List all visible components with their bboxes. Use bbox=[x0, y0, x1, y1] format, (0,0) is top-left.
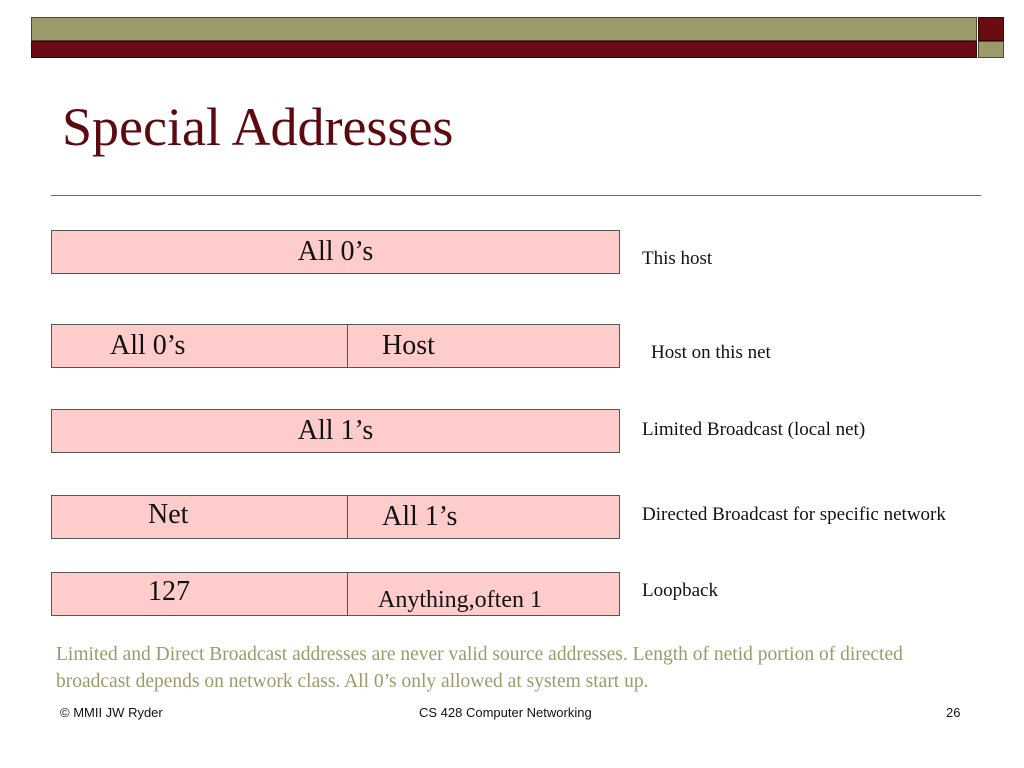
address-field-net: All 0’s bbox=[52, 325, 348, 367]
address-field-net: 127 bbox=[52, 573, 348, 615]
address-label-directed-broadcast: Directed Broadcast for specific network bbox=[642, 504, 946, 525]
address-field-all: All 1’s bbox=[297, 415, 374, 446]
address-field-host: Anything,often 1 bbox=[378, 586, 542, 613]
header-square-olive bbox=[978, 41, 1004, 58]
address-box-loopback: 127 Anything,often 1 bbox=[51, 572, 620, 616]
address-field-host: Host bbox=[382, 330, 435, 361]
address-box-this-host: All 0’s bbox=[51, 230, 620, 274]
address-label-this-host: This host bbox=[642, 248, 713, 269]
address-label-limited-broadcast: Limited Broadcast (local net) bbox=[642, 419, 866, 440]
address-label-host-on-net: Host on this net bbox=[651, 342, 771, 363]
footer-course: CS 428 Computer Networking bbox=[419, 705, 592, 720]
title-divider bbox=[51, 195, 981, 196]
footer-page-number: 26 bbox=[946, 705, 961, 720]
address-label-loopback: Loopback bbox=[642, 580, 718, 601]
header-square-maroon bbox=[978, 17, 1004, 41]
address-box-directed-broadcast: Net All 1’s bbox=[51, 495, 620, 539]
address-box-limited-broadcast: All 1’s bbox=[51, 409, 620, 453]
address-box-host-on-net: All 0’s Host bbox=[51, 324, 620, 368]
address-field-host: All 1’s bbox=[382, 501, 458, 532]
address-field-all: All 0’s bbox=[297, 236, 374, 267]
address-field-net: Net bbox=[52, 496, 348, 538]
header-bar-olive bbox=[31, 17, 977, 41]
slide-note: Limited and Direct Broadcast addresses a… bbox=[56, 644, 903, 692]
slide-title: Special Addresses bbox=[62, 97, 454, 157]
footer-copyright: © MMII JW Ryder bbox=[60, 705, 163, 720]
header-bar-maroon bbox=[31, 41, 977, 58]
